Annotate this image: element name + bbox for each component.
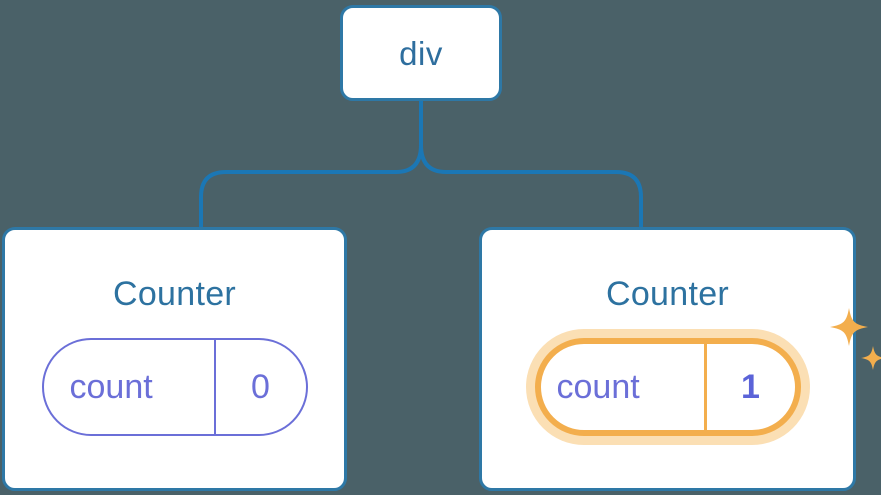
state-pill-container: count 1 [525, 308, 881, 445]
sparkle-small-icon [860, 346, 881, 370]
state-pill-container: count 0 [41, 338, 308, 436]
node-title: Counter [605, 275, 730, 313]
connector-branch-left [199, 144, 423, 227]
state-pill[interactable]: count 1 [534, 338, 801, 436]
sparkle-large-icon [829, 308, 868, 346]
node-counter-left[interactable]: Counter count 0 [2, 227, 347, 491]
state-value: 1 [741, 368, 760, 406]
state-pill[interactable]: count 0 [41, 338, 308, 436]
state-key: count [541, 344, 707, 430]
node-div-label: div [399, 34, 443, 72]
node-div[interactable]: div [340, 5, 502, 101]
state-key: count [44, 340, 216, 434]
node-title: Counter [112, 275, 237, 313]
state-value: 0 [251, 368, 270, 406]
sparkles-group [829, 308, 881, 370]
connector-branch-right [419, 144, 643, 227]
node-counter-right[interactable]: Counter count 1 [479, 227, 881, 491]
